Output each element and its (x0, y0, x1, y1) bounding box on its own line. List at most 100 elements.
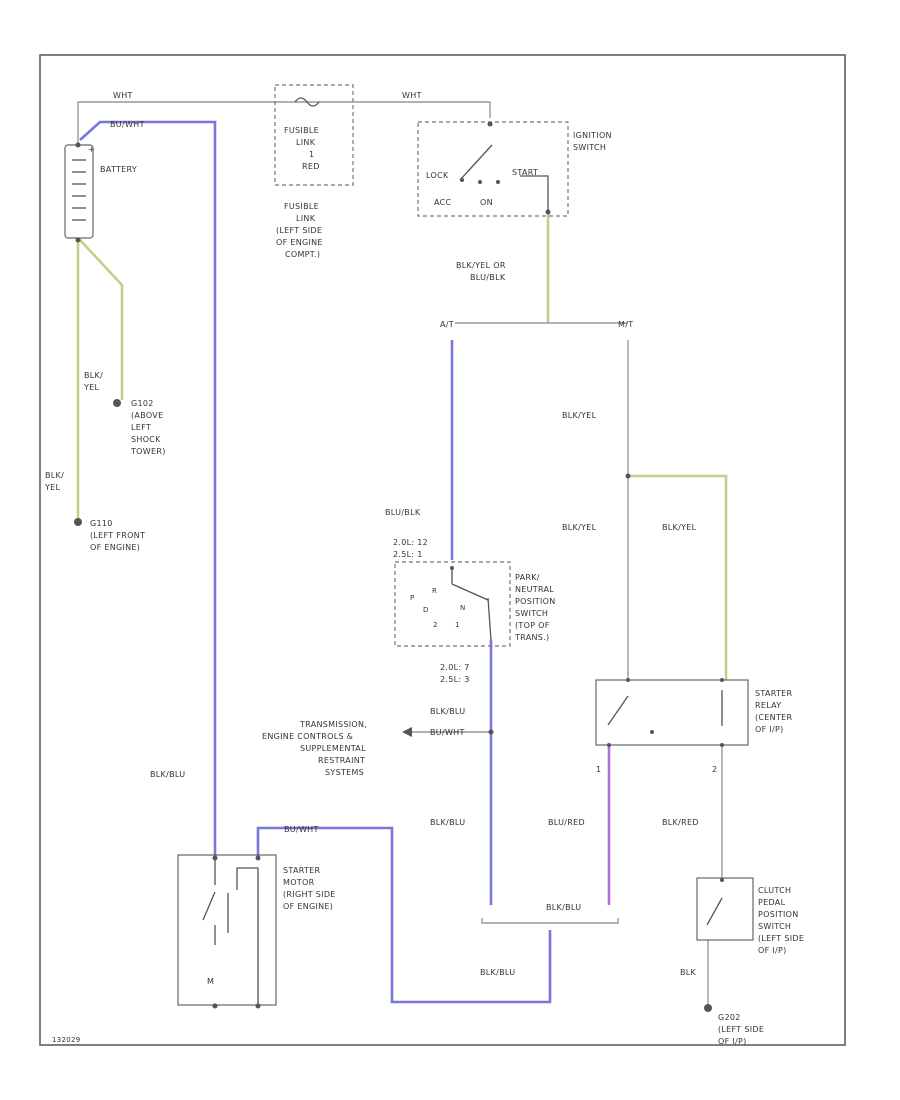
svg-text:BU/WHT: BU/WHT (110, 120, 145, 129)
splice-mt (625, 473, 631, 479)
svg-text:ON: ON (480, 198, 493, 207)
svg-text:PEDAL: PEDAL (758, 898, 786, 907)
ignition-switch-box (417, 121, 569, 217)
svg-text:CLUTCH: CLUTCH (758, 886, 791, 895)
wire-ground-g102 (79, 239, 124, 400)
svg-text:2.0L: 12: 2.0L: 12 (393, 538, 428, 547)
svg-text:RELAY: RELAY (755, 701, 782, 710)
starter-motor-box (177, 854, 277, 1006)
svg-text:G202: G202 (718, 1013, 741, 1022)
svg-text:2: 2 (433, 621, 438, 629)
svg-text:BLK: BLK (680, 968, 697, 977)
svg-text:SWITCH: SWITCH (573, 143, 606, 152)
svg-text:FUSIBLE: FUSIBLE (284, 126, 319, 135)
svg-text:WHT: WHT (402, 91, 422, 100)
svg-text:STARTER: STARTER (283, 866, 321, 875)
wire-relay-coil-branch (628, 474, 728, 680)
svg-text:SHOCK: SHOCK (131, 435, 161, 444)
g110-terminal (74, 518, 82, 526)
svg-text:TRANS.): TRANS.) (514, 633, 549, 642)
svg-text:YEL: YEL (44, 483, 61, 492)
svg-text:BLK/BLU: BLK/BLU (546, 903, 581, 912)
svg-text:COMPT.): COMPT.) (285, 250, 320, 259)
svg-text:P: P (410, 594, 415, 602)
svg-text:RESTRAINT: RESTRAINT (318, 756, 365, 765)
svg-text:(LEFT FRONT: (LEFT FRONT (90, 531, 145, 540)
battery-label: BATTERY (100, 165, 137, 174)
svg-text:SWITCH: SWITCH (515, 609, 548, 618)
svg-text:BU/WHT: BU/WHT (430, 728, 465, 737)
svg-text:OF I/P): OF I/P) (758, 946, 787, 955)
svg-text:SYSTEMS: SYSTEMS (325, 768, 364, 777)
svg-text:SUPPLEMENTAL: SUPPLEMENTAL (300, 744, 366, 753)
svg-text:1: 1 (596, 765, 601, 774)
svg-text:(TOP OF: (TOP OF (515, 621, 550, 630)
svg-text:(RIGHT SIDE: (RIGHT SIDE (283, 890, 336, 899)
svg-text:PARK/: PARK/ (515, 573, 540, 582)
svg-text:OF ENGINE): OF ENGINE) (90, 543, 140, 552)
svg-text:ACC: ACC (434, 198, 452, 207)
svg-text:NEUTRAL: NEUTRAL (515, 585, 554, 594)
svg-text:OF I/P): OF I/P) (718, 1037, 747, 1046)
svg-text:BLK/YEL OR: BLK/YEL OR (456, 261, 506, 270)
svg-text:D: D (423, 606, 429, 614)
svg-text:1: 1 (309, 150, 314, 159)
svg-text:G102: G102 (131, 399, 154, 408)
svg-text:(CENTER: (CENTER (755, 713, 792, 722)
svg-text:POSITION: POSITION (758, 910, 799, 919)
svg-text:(LEFT SIDE: (LEFT SIDE (758, 934, 804, 943)
svg-text:START: START (512, 168, 538, 177)
wire-splice-bar (481, 918, 619, 924)
diagram-frame (39, 54, 846, 1046)
wires (76, 101, 728, 1005)
svg-text:(LEFT SIDE: (LEFT SIDE (718, 1025, 764, 1034)
svg-text:2.5L: 1: 2.5L: 1 (393, 550, 423, 559)
wire-wht-top (77, 101, 491, 145)
clutch-switch-box (696, 877, 754, 941)
svg-text:OF I/P): OF I/P) (755, 725, 784, 734)
svg-text:OF ENGINE: OF ENGINE (276, 238, 323, 247)
svg-text:LINK: LINK (296, 138, 316, 147)
svg-text:BLK/BLU: BLK/BLU (480, 968, 515, 977)
svg-text:1: 1 (455, 621, 460, 629)
svg-text:2: 2 (712, 765, 717, 774)
svg-text:TRANSMISSION,: TRANSMISSION, (299, 720, 367, 729)
svg-text:RED: RED (302, 162, 320, 171)
svg-text:YEL: YEL (83, 383, 100, 392)
svg-text:FUSIBLE: FUSIBLE (284, 202, 319, 211)
g102-terminal (113, 399, 121, 407)
svg-text:2.5L: 3: 2.5L: 3 (440, 675, 470, 684)
svg-text:OF ENGINE): OF ENGINE) (283, 902, 333, 911)
svg-text:A/T: A/T (440, 320, 454, 329)
svg-text:BLU/RED: BLU/RED (548, 818, 585, 827)
svg-text:BLK/BLU: BLK/BLU (430, 707, 465, 716)
svg-text:BLK/BLU: BLK/BLU (430, 818, 465, 827)
svg-text:MOTOR: MOTOR (283, 878, 315, 887)
svg-text:M/T: M/T (618, 320, 633, 329)
svg-text:STARTER: STARTER (755, 689, 793, 698)
svg-text:LINK: LINK (296, 214, 316, 223)
svg-text:BLU/BLK: BLU/BLK (385, 508, 421, 517)
svg-text:G110: G110 (90, 519, 113, 528)
svg-text:BLK/YEL: BLK/YEL (662, 523, 697, 532)
svg-text:BLK/: BLK/ (45, 471, 64, 480)
trans-controls-arrow: TRANSMISSION, ENGINE CONTROLS & SUPPLEME… (262, 720, 412, 777)
wire-splice-to-starter (256, 826, 552, 1004)
fusible-link-box (274, 84, 354, 186)
svg-text:BLK/: BLK/ (84, 371, 103, 380)
svg-text:TOWER): TOWER) (130, 447, 166, 456)
svg-text:BLK/RED: BLK/RED (662, 818, 699, 827)
starter-motor: M STARTER MOTOR (RIGHT SIDE OF ENGINE) (177, 854, 336, 1009)
svg-text:SWITCH: SWITCH (758, 922, 791, 931)
starter-relay: STARTER RELAY (CENTER OF I/P) 1 2 (595, 678, 793, 774)
ignition-switch: LOCK ACC ON START IGNITION SWITCH (417, 121, 612, 217)
svg-text:POSITION: POSITION (515, 597, 556, 606)
park-neutral-switch: P R N D 2 1 2.0L: 12 2.5L: 1 PARK/ NEUTR… (393, 538, 556, 684)
clutch-pedal-switch: CLUTCH PEDAL POSITION SWITCH (LEFT SIDE … (696, 877, 804, 955)
svg-text:ENGINE CONTROLS &: ENGINE CONTROLS & (262, 732, 353, 741)
svg-text:(ABOVE: (ABOVE (131, 411, 163, 420)
svg-text:(LEFT SIDE: (LEFT SIDE (276, 226, 322, 235)
wire-battery-to-starter (79, 120, 217, 860)
battery: + BATTERY (64, 142, 137, 243)
